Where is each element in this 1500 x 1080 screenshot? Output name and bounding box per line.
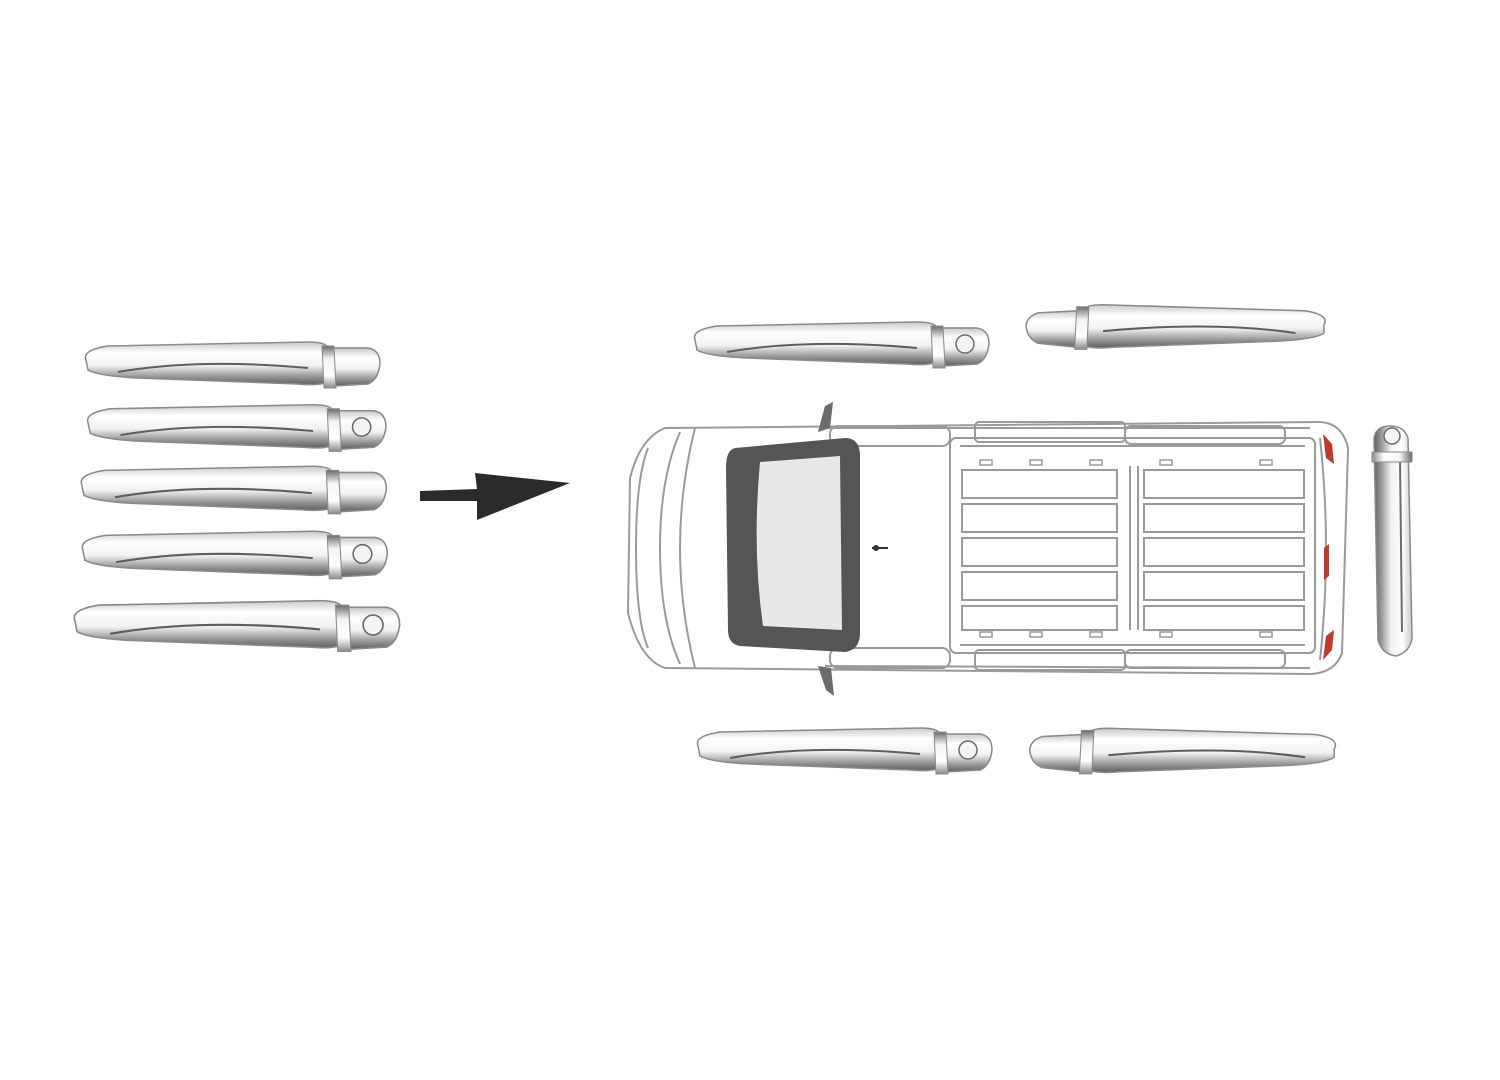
loose-handle-4 [81, 530, 389, 580]
handle-rear-right [1028, 727, 1337, 775]
loose-handle-1 [84, 341, 381, 389]
loose-handle-3 [80, 465, 388, 515]
loose-handle-5 [73, 599, 401, 653]
van-top-view-icon [626, 402, 1350, 696]
arrow-right-icon [420, 473, 570, 520]
handle-front-left [693, 321, 990, 369]
handle-rear-left [1025, 303, 1327, 351]
loose-handle-2 [86, 403, 387, 453]
handle-front-right [696, 727, 993, 775]
handle-tailgate [1371, 425, 1413, 657]
